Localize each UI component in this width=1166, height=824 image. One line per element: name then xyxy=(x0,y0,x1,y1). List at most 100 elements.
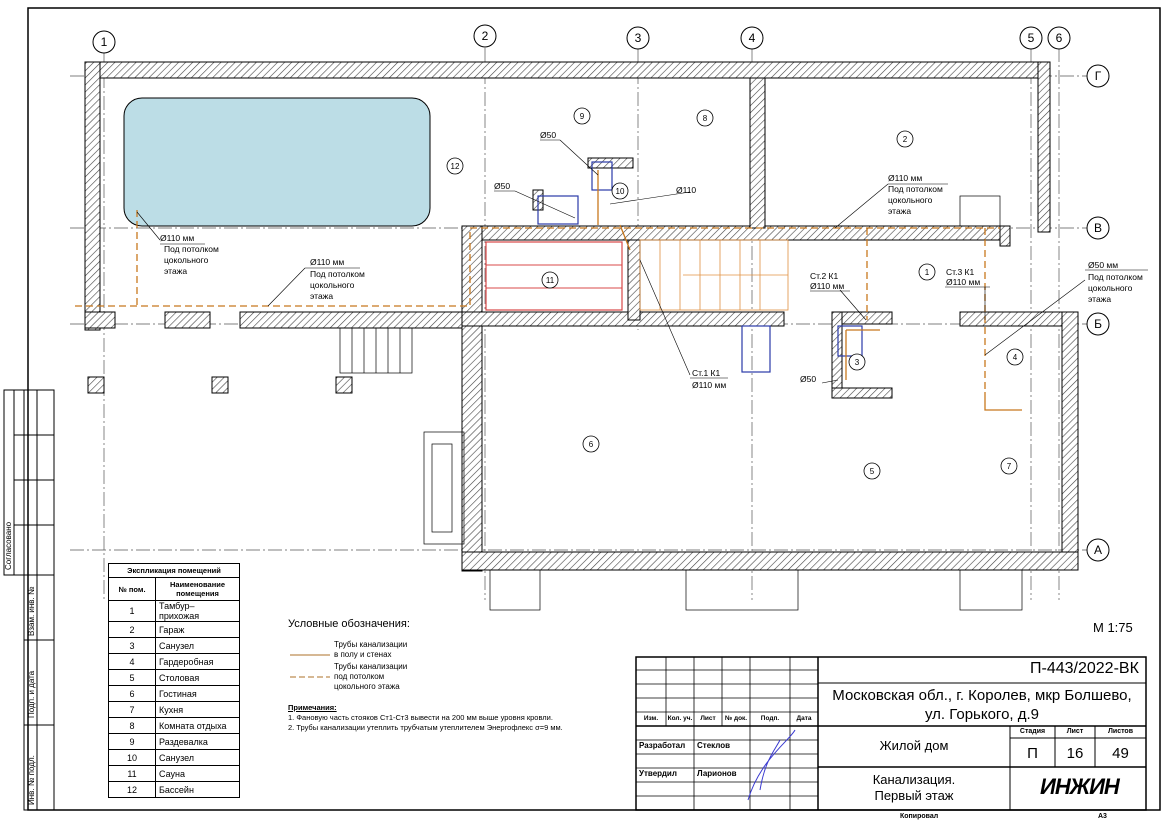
col-name-header: Наименование помещения xyxy=(155,577,240,601)
copied-label: Копировал xyxy=(900,813,939,820)
axis-bubble-1 xyxy=(92,30,116,54)
legend-dashed: Трубы канализации под потолком цокольног… xyxy=(334,662,410,692)
room-num: 2 xyxy=(108,621,156,638)
leader-lines xyxy=(136,139,1148,384)
room-number: 2 xyxy=(903,135,908,144)
room-number: 7 xyxy=(1007,462,1012,471)
revision-header: Изм. Кол. уч. Лист № док. Подп. Дата xyxy=(636,715,818,722)
room-num: 6 xyxy=(108,685,156,702)
room-name: Бассейн xyxy=(155,781,240,798)
svg-text:цокольного: цокольного xyxy=(164,255,209,265)
svg-text:Под потолком: Под потолком xyxy=(888,184,943,194)
room-number: 6 xyxy=(589,440,594,449)
svg-text:этажа: этажа xyxy=(164,266,187,276)
svg-text:Под потолком: Под потолком xyxy=(1088,272,1143,282)
axis-bubble-v xyxy=(1086,216,1110,240)
pool xyxy=(123,97,431,227)
approved-label: Утвердил xyxy=(639,769,677,778)
col-label: Кол. уч. xyxy=(667,715,693,722)
svg-text:этажа: этажа xyxy=(888,206,911,216)
svg-text:Ø50: Ø50 xyxy=(494,181,510,191)
sheets-label: Листов xyxy=(1107,728,1134,735)
title-block xyxy=(635,656,1147,811)
replace-inv-label: Взам. инв. № xyxy=(27,586,36,636)
svg-text:Под потолком: Под потолком xyxy=(310,269,365,279)
drawing-title-line-2: Первый этаж xyxy=(874,788,954,803)
room-name: Тамбур– прихожая xyxy=(155,600,240,622)
room-name: Санузел xyxy=(155,749,240,766)
room-num: 5 xyxy=(108,669,156,686)
col-label: Подп. xyxy=(760,715,780,722)
room-name: Комната отдыха xyxy=(155,717,240,734)
company-logo: ИНЖИН xyxy=(1040,774,1120,799)
axis-bubble-4 xyxy=(740,26,764,50)
svg-text:цокольного: цокольного xyxy=(310,280,355,290)
legend-text: цокольного этажа xyxy=(334,682,400,691)
notes: Примечания: 1. Фановую часть стояков Ст1… xyxy=(288,703,563,733)
svg-text:Ø110 мм: Ø110 мм xyxy=(310,257,344,267)
axis-bubble-b xyxy=(1086,312,1110,336)
sheet-label: Лист xyxy=(1066,728,1084,735)
svg-text:Ст.2 К1: Ст.2 К1 xyxy=(810,271,838,281)
axis-bubble-3 xyxy=(626,26,650,50)
sheet-value: 16 xyxy=(1066,745,1084,762)
room-number: 9 xyxy=(580,112,585,121)
room-num: 1 xyxy=(108,600,156,622)
svg-text:Ø110 мм: Ø110 мм xyxy=(810,281,844,291)
room-num: 9 xyxy=(108,733,156,750)
address-line-1: Московская обл., г. Королев, мкр Болшево… xyxy=(832,687,1132,704)
svg-text:Ст.3 К1: Ст.3 К1 xyxy=(946,267,974,277)
room-name: Гараж xyxy=(155,621,240,638)
svg-text:5: 5 xyxy=(1028,31,1035,45)
svg-text:Г: Г xyxy=(1095,69,1102,83)
svg-text:Б: Б xyxy=(1094,317,1102,331)
stage-label: Стадия xyxy=(1019,728,1046,735)
room-number: 1 xyxy=(925,268,930,277)
plumbing-fixtures xyxy=(537,161,863,373)
side-stamp: Согласовано Взам. инв. № Подп. и дата Ин… xyxy=(3,389,55,811)
sheets-value: 49 xyxy=(1112,745,1129,762)
svg-text:Ø110 мм: Ø110 мм xyxy=(946,277,980,287)
axis-bubble-a xyxy=(1086,538,1110,562)
room-name: Санузел xyxy=(155,637,240,654)
svg-text:Ø110: Ø110 xyxy=(676,185,696,195)
legend-title: Условные обозначения: xyxy=(288,618,410,630)
axis-bubbles xyxy=(92,24,1110,562)
legend-text: Трубы канализации xyxy=(334,640,408,649)
svg-text:Ø50 мм: Ø50 мм xyxy=(1088,260,1118,270)
axis-bubble-g xyxy=(1086,64,1110,88)
sewer-pipes xyxy=(75,170,1022,411)
room-name: Гостиная xyxy=(155,685,240,702)
col-label: Лист xyxy=(700,715,716,722)
room-number: 12 xyxy=(451,162,460,171)
room-number: 4 xyxy=(1013,353,1018,362)
room-number: 8 xyxy=(703,114,708,123)
note-item: 2. Трубы канализации утеплить трубчатым … xyxy=(288,723,563,732)
signature xyxy=(747,729,796,801)
col-label: Дата xyxy=(796,715,812,722)
svg-text:цокольного: цокольного xyxy=(1088,283,1133,293)
room-num: 7 xyxy=(108,701,156,718)
developed-label: Разработал xyxy=(639,741,686,750)
svg-text:Ø110 мм: Ø110 мм xyxy=(160,233,194,243)
address: Московская обл., г. Королев, мкр Болшево… xyxy=(818,686,1146,724)
scale-label: М 1:75 xyxy=(1093,620,1133,635)
room-name: Раздевалка xyxy=(155,733,240,750)
col-label: № док. xyxy=(724,715,748,722)
axis-bubble-2 xyxy=(473,24,497,48)
drawing-title-line-1: Канализация. xyxy=(872,772,956,787)
columns xyxy=(87,376,353,394)
legend-solid: Трубы канализации в полу и стенах xyxy=(334,640,410,660)
legend-text: в полу и стенах xyxy=(334,650,392,659)
inv-orig-label: Инв. № подл. xyxy=(27,755,36,805)
